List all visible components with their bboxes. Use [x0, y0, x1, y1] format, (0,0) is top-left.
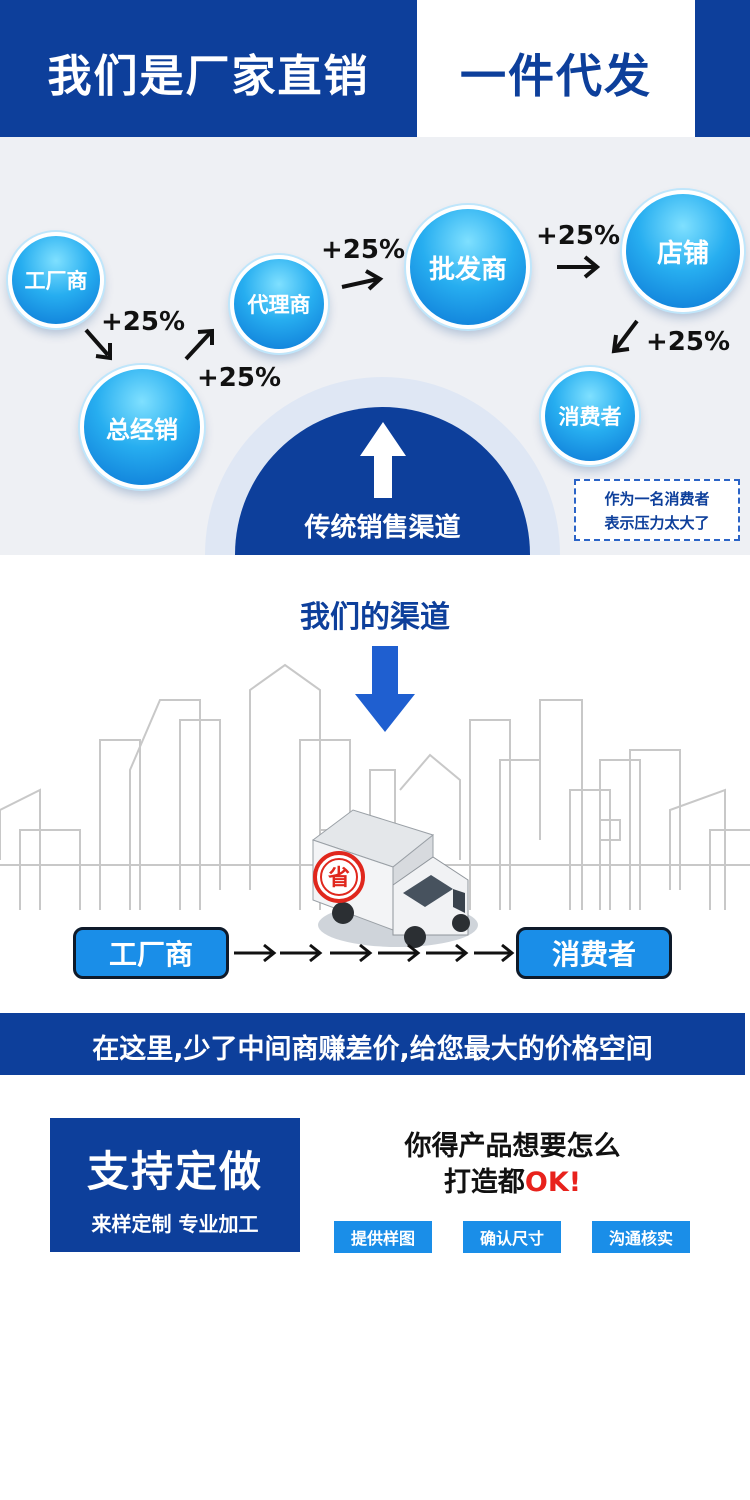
- traditional-channel-section: 传统销售渠道 工厂商 总经销 代理商 批发商 店铺 消费者: [0, 137, 750, 555]
- node-wholesaler-label: 批发商: [428, 254, 507, 285]
- node-factory: 工厂商: [8, 232, 104, 328]
- arrow-icon: [557, 255, 601, 279]
- note-line-2: 表示压力太大了: [604, 514, 710, 532]
- custom-order-subtitle: 来样定制 专业加工: [91, 1212, 259, 1236]
- consumer-pressure-note: 作为一名消费者 表示压力太大了: [574, 479, 740, 541]
- question-prefix: 打造都: [443, 1167, 525, 1198]
- tag-provide-sample: 提供样图: [334, 1221, 432, 1253]
- tag-confirm-size: 确认尺寸: [463, 1221, 561, 1253]
- node-consumer: 消费者: [541, 367, 639, 465]
- arrow-icon: [426, 943, 469, 963]
- slogan-band: [0, 1013, 745, 1075]
- markup-label: +25%: [646, 327, 731, 357]
- node-shop-label: 店铺: [656, 238, 709, 269]
- arrow-icon: [378, 943, 421, 963]
- tag-verify: 沟通核实: [592, 1221, 690, 1253]
- markup-label: +25%: [197, 363, 282, 393]
- up-arrow-icon: [360, 422, 406, 498]
- slogan-text: 在这里,少了中间商赚差价,给您最大的价格空间: [92, 1034, 653, 1065]
- down-arrow-icon: [355, 646, 415, 732]
- arrow-icon: [234, 943, 277, 963]
- factory-pill-label: 工厂商: [108, 938, 193, 971]
- note-line-1: 作为一名消费者: [604, 490, 710, 508]
- custom-question-line-1: 你得产品想要怎么: [404, 1131, 621, 1162]
- arrow-icon: [184, 328, 214, 361]
- arrow-icon: [341, 269, 384, 291]
- custom-order-title: 支持定做: [86, 1147, 263, 1196]
- factory-pill: 工厂商: [73, 927, 229, 979]
- node-general-label: 总经销: [106, 415, 178, 444]
- delivery-truck-illustration: [311, 809, 478, 948]
- node-shop: 店铺: [622, 190, 744, 312]
- our-channel-title: 我们的渠道: [300, 600, 450, 635]
- node-factory-label: 工厂商: [24, 269, 88, 293]
- truck-stamp-text: 省: [327, 866, 350, 891]
- arrow-icon: [280, 943, 323, 963]
- direct-flow-arrows: [234, 943, 515, 963]
- traditional-channel-label: 传统销售渠道: [304, 513, 461, 543]
- header-right-bar: [695, 0, 750, 137]
- arrow-icon: [474, 943, 515, 963]
- arrow-icon: [330, 943, 373, 963]
- node-consumer-label: 消费者: [558, 405, 622, 429]
- consumer-pill-label: 消费者: [551, 938, 636, 971]
- node-agent: 代理商: [230, 255, 328, 353]
- header-right-title: 一件代发: [460, 49, 652, 103]
- header-left-title: 我们是厂家直销: [47, 51, 370, 102]
- arrow-icon: [84, 328, 112, 361]
- markup-label: +25%: [536, 221, 621, 251]
- markup-label: +25%: [321, 235, 406, 265]
- ok-highlight: OK!: [524, 1167, 582, 1198]
- custom-order-box: [50, 1118, 300, 1252]
- node-agent-label: 代理商: [247, 293, 311, 317]
- node-general-distributor: 总经销: [80, 365, 204, 489]
- flow-arrows: [84, 255, 639, 361]
- markup-label: +25%: [101, 307, 186, 337]
- consumer-pill: 消费者: [516, 927, 672, 979]
- custom-question-line-2: 打造都OK!: [340, 1160, 685, 1199]
- node-wholesaler: 批发商: [406, 205, 530, 329]
- arrow-icon: [611, 319, 639, 354]
- header-left-panel: [0, 0, 417, 137]
